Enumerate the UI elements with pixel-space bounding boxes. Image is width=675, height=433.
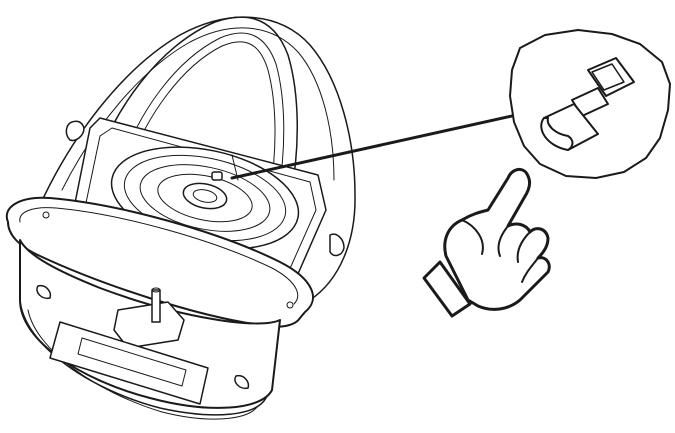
base-bottom-lip <box>27 309 259 420</box>
base-ring-hole-2 <box>286 301 294 309</box>
housing-shell-inner <box>61 27 335 191</box>
carry-arch <box>91 16 299 201</box>
callout-leader-line <box>230 110 532 180</box>
zoomed-screw-collar-rim <box>540 117 574 151</box>
foot-left <box>36 284 52 300</box>
driver-screw <box>211 171 223 181</box>
side-knob-left <box>65 120 85 142</box>
label-plate-slot <box>77 337 187 387</box>
mount-post-top <box>151 287 161 293</box>
hand-thumb <box>461 219 484 255</box>
mount-saddle-front <box>113 319 185 349</box>
base-ring-inner <box>19 207 299 305</box>
base-bottom-edge <box>19 299 267 416</box>
hand-finger-line-1 <box>497 225 509 257</box>
side-knob-right <box>329 233 345 257</box>
driver-dustcap <box>182 182 228 210</box>
driver-dustcap-inner <box>192 189 218 203</box>
base-ring <box>5 196 314 328</box>
hand-cuff <box>422 260 472 318</box>
hand-finger-line-3 <box>521 257 539 283</box>
base-ring-hole-1 <box>42 211 50 219</box>
detail-callout-icon <box>509 29 671 179</box>
hand-outline <box>443 168 551 311</box>
hand-finger-line-2 <box>516 231 531 263</box>
pointing-hand-icon <box>422 168 551 318</box>
zoomed-screw <box>540 57 635 151</box>
speaker-housing-icon <box>5 16 356 420</box>
zoomed-screw-collar-edge <box>567 133 599 151</box>
foot-right <box>234 374 250 390</box>
label-plate <box>49 321 209 405</box>
driver-ring-4 <box>157 173 253 223</box>
driver-ring-3 <box>139 164 271 232</box>
carry-arch-inner <box>119 32 285 196</box>
mount-post <box>151 289 161 323</box>
zoomed-screw-head-face <box>591 63 625 91</box>
carry-arch-inner-2 <box>127 41 276 193</box>
